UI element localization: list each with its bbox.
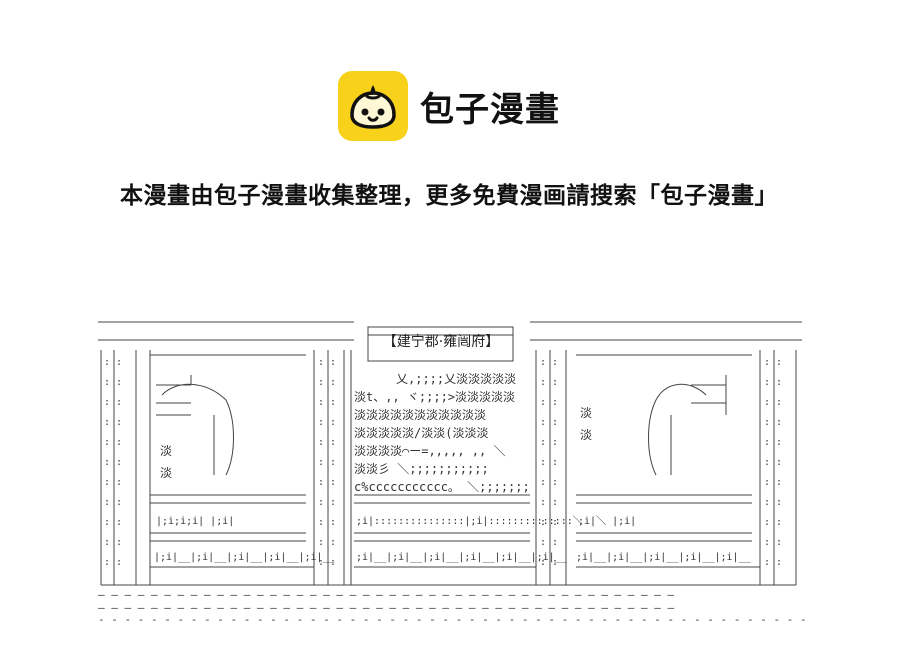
middle-row-3: 淡淡淡淡淡淡淡淡淡淡淡 <box>354 408 486 422</box>
svg-text:: :: : : <box>104 397 122 408</box>
svg-text:: :: : : <box>764 417 782 428</box>
svg-text:- - - - - - - - - - - - - - -: - - - - - - - - - - - - - - - - - - - - … <box>98 613 808 626</box>
middle-row-2: 淡t、,, ヾ;;;;>淡淡淡淡淡 <box>354 390 515 404</box>
svg-text:: :: : : <box>104 517 122 528</box>
middle-row-4: 淡淡淡淡淡/淡淡(淡淡淡 <box>354 426 488 440</box>
svg-text:: :: : : <box>540 537 558 548</box>
svg-text:: :: : : <box>318 517 336 528</box>
svg-text:: :: : : <box>540 477 558 488</box>
svg-text:;i|__|;i|__|;i|__|;i|__|;i|__|: ;i|__|;i|__|;i|__|;i|__|;i|__|;i|__ <box>356 552 568 563</box>
svg-text:: :: : : <box>318 457 336 468</box>
svg-text:: :: : : <box>318 397 336 408</box>
svg-text:: :: : : <box>540 557 558 568</box>
left-door-char-1: 淡 <box>160 444 172 458</box>
svg-text:: :: : : <box>104 357 122 368</box>
svg-text:: :: : : <box>764 377 782 388</box>
svg-text:: :: : : <box>764 557 782 568</box>
svg-text:|;i;i;i| |;i|: |;i;i;i| |;i| <box>156 516 234 527</box>
location-sign: 【建宁郡·雍闿府】 <box>382 334 500 350</box>
svg-text:: :: : : <box>104 457 122 468</box>
header: 包子漫畫 <box>0 68 898 144</box>
svg-text:: :: : : <box>540 357 558 368</box>
svg-text:: :: : : <box>764 457 782 468</box>
middle-row-6: 淡淡彡 ＼;;;;;;;;;;; <box>354 462 489 476</box>
svg-text:: :: : : <box>764 477 782 488</box>
right-door-char-1: 淡 <box>580 406 592 420</box>
svg-text:: :: : : <box>764 497 782 508</box>
svg-text:: :: : : <box>318 557 336 568</box>
svg-text:|;i|__|;i|__|;i|__|;i|__|;i|__: |;i|__|;i|__|;i|__|;i|__|;i|__ <box>154 552 336 563</box>
svg-text:: :: : : <box>318 497 336 508</box>
svg-text:: :: : : <box>318 357 336 368</box>
ascii-art-drawing: : :: :: :: : : :: :: :: : : :: :: : : ::… <box>98 321 808 626</box>
svg-text:: :: : : <box>764 537 782 548</box>
svg-text:: :: : : <box>104 497 122 508</box>
svg-text:;i|__|;i|__|;i|__|;i|__|;i|__: ;i|__|;i|__|;i|__|;i|__|;i|__ <box>576 552 752 563</box>
brand-name: 包子漫畫 <box>420 89 560 130</box>
svg-text:;i|＼ |;i|: ;i|＼ |;i| <box>578 515 636 527</box>
site-notice: 本漫畫由包子漫畫收集整理，更多免費漫画請搜索「包子漫畫」 <box>120 183 778 209</box>
svg-text:: :: : : <box>540 497 558 508</box>
svg-text:: :: : : <box>318 417 336 428</box>
svg-text:: :: : : <box>318 377 336 388</box>
right-door-char-2: 淡 <box>580 428 592 442</box>
svg-text:: :: : : <box>540 517 558 528</box>
svg-text:: :: : : <box>104 477 122 488</box>
left-door-char-2: 淡 <box>160 466 172 480</box>
middle-row-7: c%ccccccccccc。 ＼;;;;;;; <box>354 480 530 494</box>
svg-text:: :: : : <box>764 517 782 528</box>
svg-text:: :: : : <box>104 417 122 428</box>
svg-text:: :: : : <box>318 477 336 488</box>
svg-text:: :: : : <box>104 437 122 448</box>
svg-text:;i|:::::::::::::::|;i|::::::::: ;i|:::::::::::::::|;i|::::::::::::::＼ <box>356 515 583 527</box>
svg-text:: :: : : <box>540 457 558 468</box>
svg-text:: :: : : <box>764 357 782 368</box>
svg-text:: :: : : <box>764 397 782 408</box>
brand-logo[interactable]: 包子漫畫 <box>338 71 560 141</box>
svg-text:: :: : : <box>104 377 122 388</box>
svg-text:: :: : : <box>540 397 558 408</box>
svg-text:— — — — — — — — — — — — — — —: — — — — — — — — — — — — — — — — — — — — … <box>98 601 675 614</box>
svg-text:: :: : : <box>318 537 336 548</box>
svg-text:: :: : : <box>104 537 122 548</box>
svg-text:: :: : : <box>540 437 558 448</box>
svg-text:: :: : : <box>540 417 558 428</box>
svg-text:: :: : : <box>540 377 558 388</box>
middle-row-1: 乂,;;;;乂淡淡淡淡淡 <box>396 372 516 386</box>
svg-text:— — — — — — — — — — — — — — —: — — — — — — — — — — — — — — — — — — — — … <box>98 588 675 601</box>
svg-text:: :: : : <box>764 437 782 448</box>
bun-logo-icon <box>338 71 408 141</box>
middle-row-5: 淡淡淡淡⌒ー=,,,,, ,, ＼ <box>354 444 505 458</box>
ascii-art-scene: : :: :: :: : : :: :: :: : : :: :: : : ::… <box>96 305 808 635</box>
svg-text:: :: : : <box>104 557 122 568</box>
svg-text:: :: : : <box>318 437 336 448</box>
